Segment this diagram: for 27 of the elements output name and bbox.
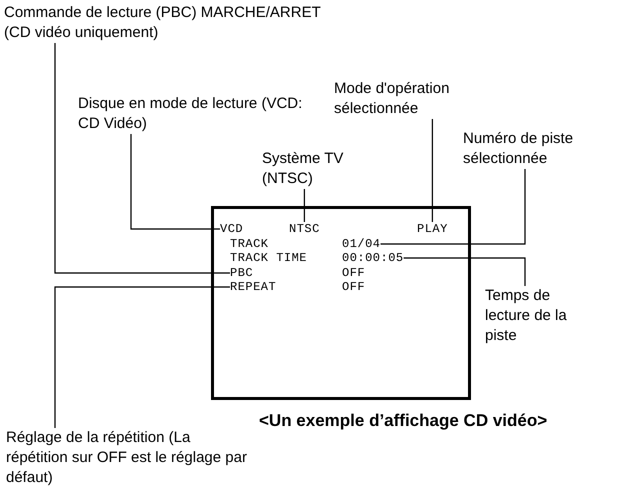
leader-line (380, 169, 526, 245)
screen-text: TRACK TIME (230, 251, 308, 265)
callout-label: Temps de lecture de la piste (485, 286, 595, 346)
leader-line (54, 43, 230, 274)
callout-label: Système TV (NTSC) (262, 149, 382, 189)
screen-text: PLAY (417, 222, 448, 236)
screen-text: REPEAT (230, 280, 276, 294)
leader-line (54, 286, 230, 428)
callout-label: Réglage de la répétition (La répétition sur OFF est le réglage par défaut) (6, 428, 256, 488)
screen-text: PBC (230, 266, 254, 280)
leader-line (404, 257, 526, 286)
screen-text: OFF (342, 280, 366, 294)
screen-text: TRACK (230, 237, 269, 251)
screen-text: NTSC (289, 222, 320, 236)
callout-label: Mode d'opération sélectionnée (334, 79, 504, 119)
leader-line (304, 189, 305, 222)
screen-text: 01/04 (342, 237, 381, 251)
screen-text: VCD (220, 222, 244, 236)
screen-text: 00:00:05 (342, 251, 404, 265)
callout-label: Commande de lecture (PBC) MARCHE/ARRET (CD vidéo uniquement) (4, 3, 334, 43)
callout-label: Disque en mode de lecture (VCD: CD Vidéo) (78, 94, 318, 134)
screen-frame (211, 206, 471, 400)
leader-line (130, 134, 220, 230)
screen-text: OFF (342, 266, 366, 280)
leader-line (432, 119, 433, 222)
callout-label: Numéro de piste sélectionnée (463, 129, 593, 169)
caption: <Un exemple d’affichage CD vidéo> (259, 410, 548, 432)
